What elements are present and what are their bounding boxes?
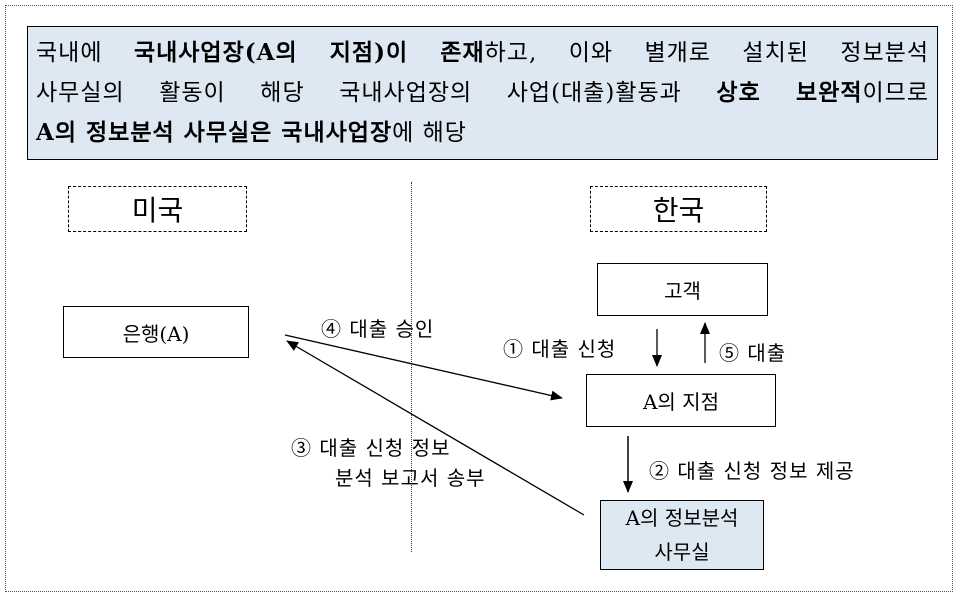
node-customer: 고객 [597, 263, 768, 316]
step-3-label-line-2: 분석 보고서 송부 [335, 466, 486, 490]
country-korea-label: 한국 [590, 186, 767, 232]
arrow-loan-approval [284, 334, 563, 401]
banner-segment: 상호 보완적 [716, 79, 863, 106]
node-bank: 은행(A) [63, 306, 249, 358]
banner-segment: 국내사업장(A의 지점)이 존재 [133, 39, 485, 66]
step-4-label: ④ 대출 승인 [321, 317, 435, 341]
node-branch: A의 지점 [586, 374, 776, 427]
banner-line-1: 국내에 국내사업장(A의 지점)이 존재하고, 이와 별개로 설치된 정보분석 [36, 33, 929, 73]
banner-segment: 하고, 이와 별개로 설치된 정보분석 [484, 40, 930, 66]
banner-segment: A의 정보분석 사무실은 국내사업장 [36, 119, 393, 146]
banner-line-2: 사무실의 활동이 해당 국내사업장의 사업(대출)활동과 상호 보완적이므로 [36, 73, 929, 113]
step-5-label: ⑤ 대출 [719, 341, 787, 365]
arrow-report-send [286, 340, 585, 516]
border-divider-line [411, 182, 412, 552]
node-info-office-line-2: 사무실 [654, 540, 710, 564]
banner-segment: 국내에 [36, 40, 134, 66]
banner-segment: 에 해당 [392, 120, 467, 146]
step-1-label: ① 대출 신청 [503, 337, 617, 361]
summary-banner: 국내에 국내사업장(A의 지점)이 존재하고, 이와 별개로 설치된 정보분석 … [27, 26, 938, 160]
step-3-label-line-1: ③ 대출 신청 정보 [291, 436, 451, 460]
banner-segment: 사무실의 활동이 해당 국내사업장의 사업(대출)활동과 [36, 80, 717, 106]
country-usa-label: 미국 [68, 186, 247, 232]
banner-line-3: A의 정보분석 사무실은 국내사업장에 해당 [36, 113, 929, 153]
step-2-label: ② 대출 신청 정보 제공 [649, 459, 855, 483]
diagram-frame [5, 5, 953, 592]
node-info-office: A의 정보분석 사무실 [600, 500, 764, 570]
node-info-office-line-1: A의 정보분석 [625, 506, 739, 530]
banner-segment: 이므로 [862, 80, 929, 106]
